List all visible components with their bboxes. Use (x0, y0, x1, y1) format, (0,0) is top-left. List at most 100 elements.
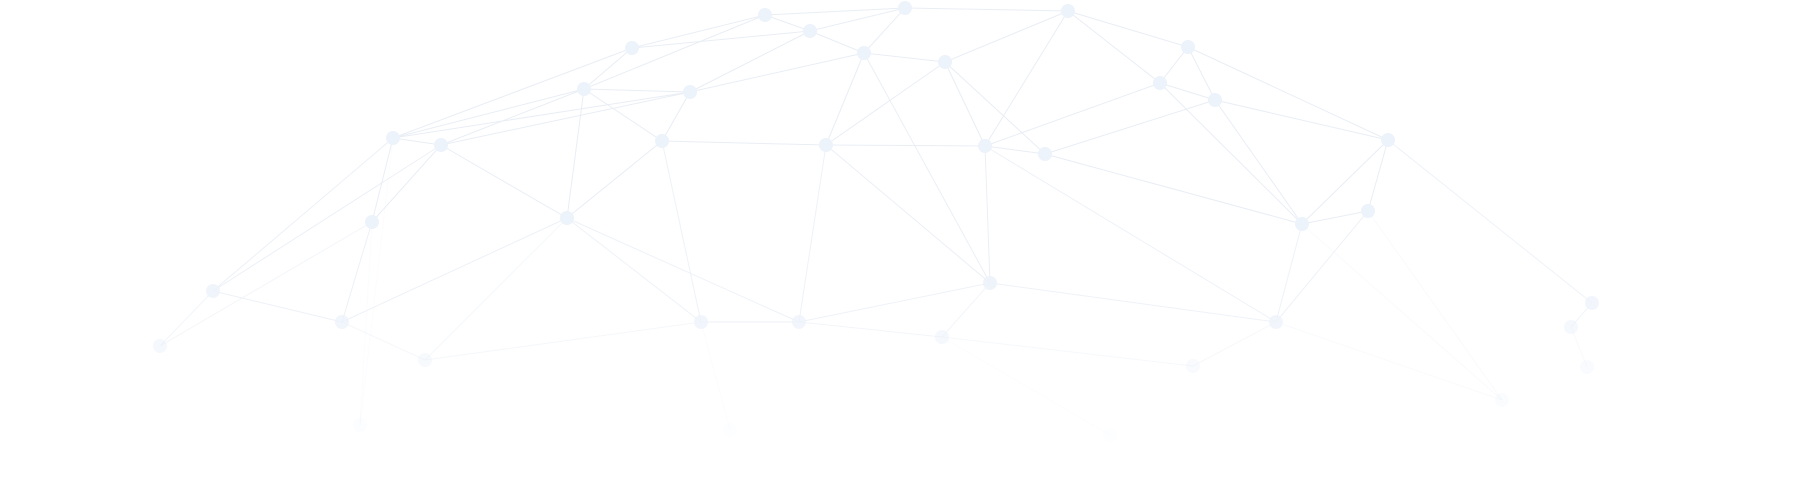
network-edge (1159, 46, 1189, 84)
network-edge (863, 7, 906, 54)
network-edge (212, 290, 343, 323)
network-edge (212, 137, 394, 292)
network-edge (392, 47, 633, 139)
network-edge (424, 321, 702, 361)
network-node (1038, 147, 1052, 161)
network-lines (159, 7, 1593, 436)
network-edge (1275, 321, 1503, 401)
network-edge (689, 52, 865, 93)
network-edge (1214, 99, 1303, 225)
network-node (983, 276, 997, 290)
network-edge (1044, 153, 1303, 225)
network-node (1495, 393, 1509, 407)
network-edge (941, 336, 1111, 436)
network-edge (661, 91, 691, 142)
network-edge (700, 321, 731, 431)
network-edge (212, 144, 442, 292)
network-edge (371, 137, 394, 223)
network-edge (984, 82, 1161, 147)
network-node (560, 211, 574, 225)
network-edge (341, 217, 568, 323)
network-node (898, 1, 912, 15)
network-edge (809, 30, 865, 54)
network-edge (440, 144, 568, 219)
network-edge (798, 282, 991, 323)
network-node (938, 55, 952, 69)
network-node (803, 24, 817, 38)
network-edge (424, 217, 568, 361)
network-edge (440, 88, 585, 146)
network-edge (359, 137, 394, 426)
network-edge (159, 221, 373, 347)
network-edge (941, 282, 991, 338)
network-edge (989, 282, 1277, 323)
network-edge (1275, 223, 1303, 323)
network-node (683, 85, 697, 99)
network-node (365, 215, 379, 229)
network-edge (1187, 46, 1216, 101)
network-node (1361, 204, 1375, 218)
network-edge (689, 30, 811, 93)
network-edge (984, 10, 1069, 147)
network-edge (1367, 210, 1503, 401)
network-node (1295, 217, 1309, 231)
network-edge (825, 61, 946, 146)
network-node (1208, 93, 1222, 107)
network-edge (341, 221, 373, 323)
network-edge (1159, 82, 1303, 225)
network-edge (661, 140, 827, 146)
network-edge (863, 52, 991, 284)
network-edge (1067, 10, 1161, 84)
network-edge (1301, 223, 1503, 401)
network-edge (1192, 321, 1277, 367)
network-node (694, 315, 708, 329)
network-node (978, 139, 992, 153)
network-edge (1044, 99, 1216, 155)
network-node (1564, 320, 1578, 334)
network-edge (1570, 326, 1588, 368)
network-edge (984, 145, 1046, 155)
network-edge (825, 144, 991, 284)
network-node (1153, 76, 1167, 90)
network-node (153, 339, 167, 353)
network-edge (392, 88, 585, 139)
network-edge (583, 14, 766, 90)
network-edge (159, 290, 214, 347)
network-edge (1067, 10, 1189, 48)
network-edge (944, 10, 1069, 63)
network-node (655, 134, 669, 148)
network-edge (583, 88, 691, 93)
network-edge (392, 91, 691, 139)
network-edge (1187, 46, 1389, 141)
network-edge (341, 321, 426, 361)
network-edge (904, 7, 1069, 12)
network-node (1181, 40, 1195, 54)
network-node (206, 284, 220, 298)
network-edge (566, 217, 702, 323)
network-edge (440, 91, 691, 146)
network-node (386, 131, 400, 145)
network-edge (1301, 139, 1389, 225)
network-edge (1159, 82, 1216, 101)
network-node (792, 315, 806, 329)
network-node (335, 315, 349, 329)
network-node (1269, 315, 1283, 329)
network-node (1061, 4, 1075, 18)
network-node (935, 330, 949, 344)
network-edge (984, 145, 1277, 323)
network-edge (1275, 210, 1369, 323)
network-edge (1214, 99, 1389, 141)
network-node (1585, 296, 1599, 310)
network-node (353, 418, 367, 432)
network-node (819, 138, 833, 152)
network-nodes (153, 1, 1599, 442)
network-node (1580, 360, 1594, 374)
network-edge (984, 145, 991, 284)
network-edge (583, 88, 663, 142)
network-edge (1367, 139, 1389, 212)
network-edge (661, 140, 702, 323)
network-edge (798, 144, 827, 323)
network-edge (1387, 139, 1593, 304)
